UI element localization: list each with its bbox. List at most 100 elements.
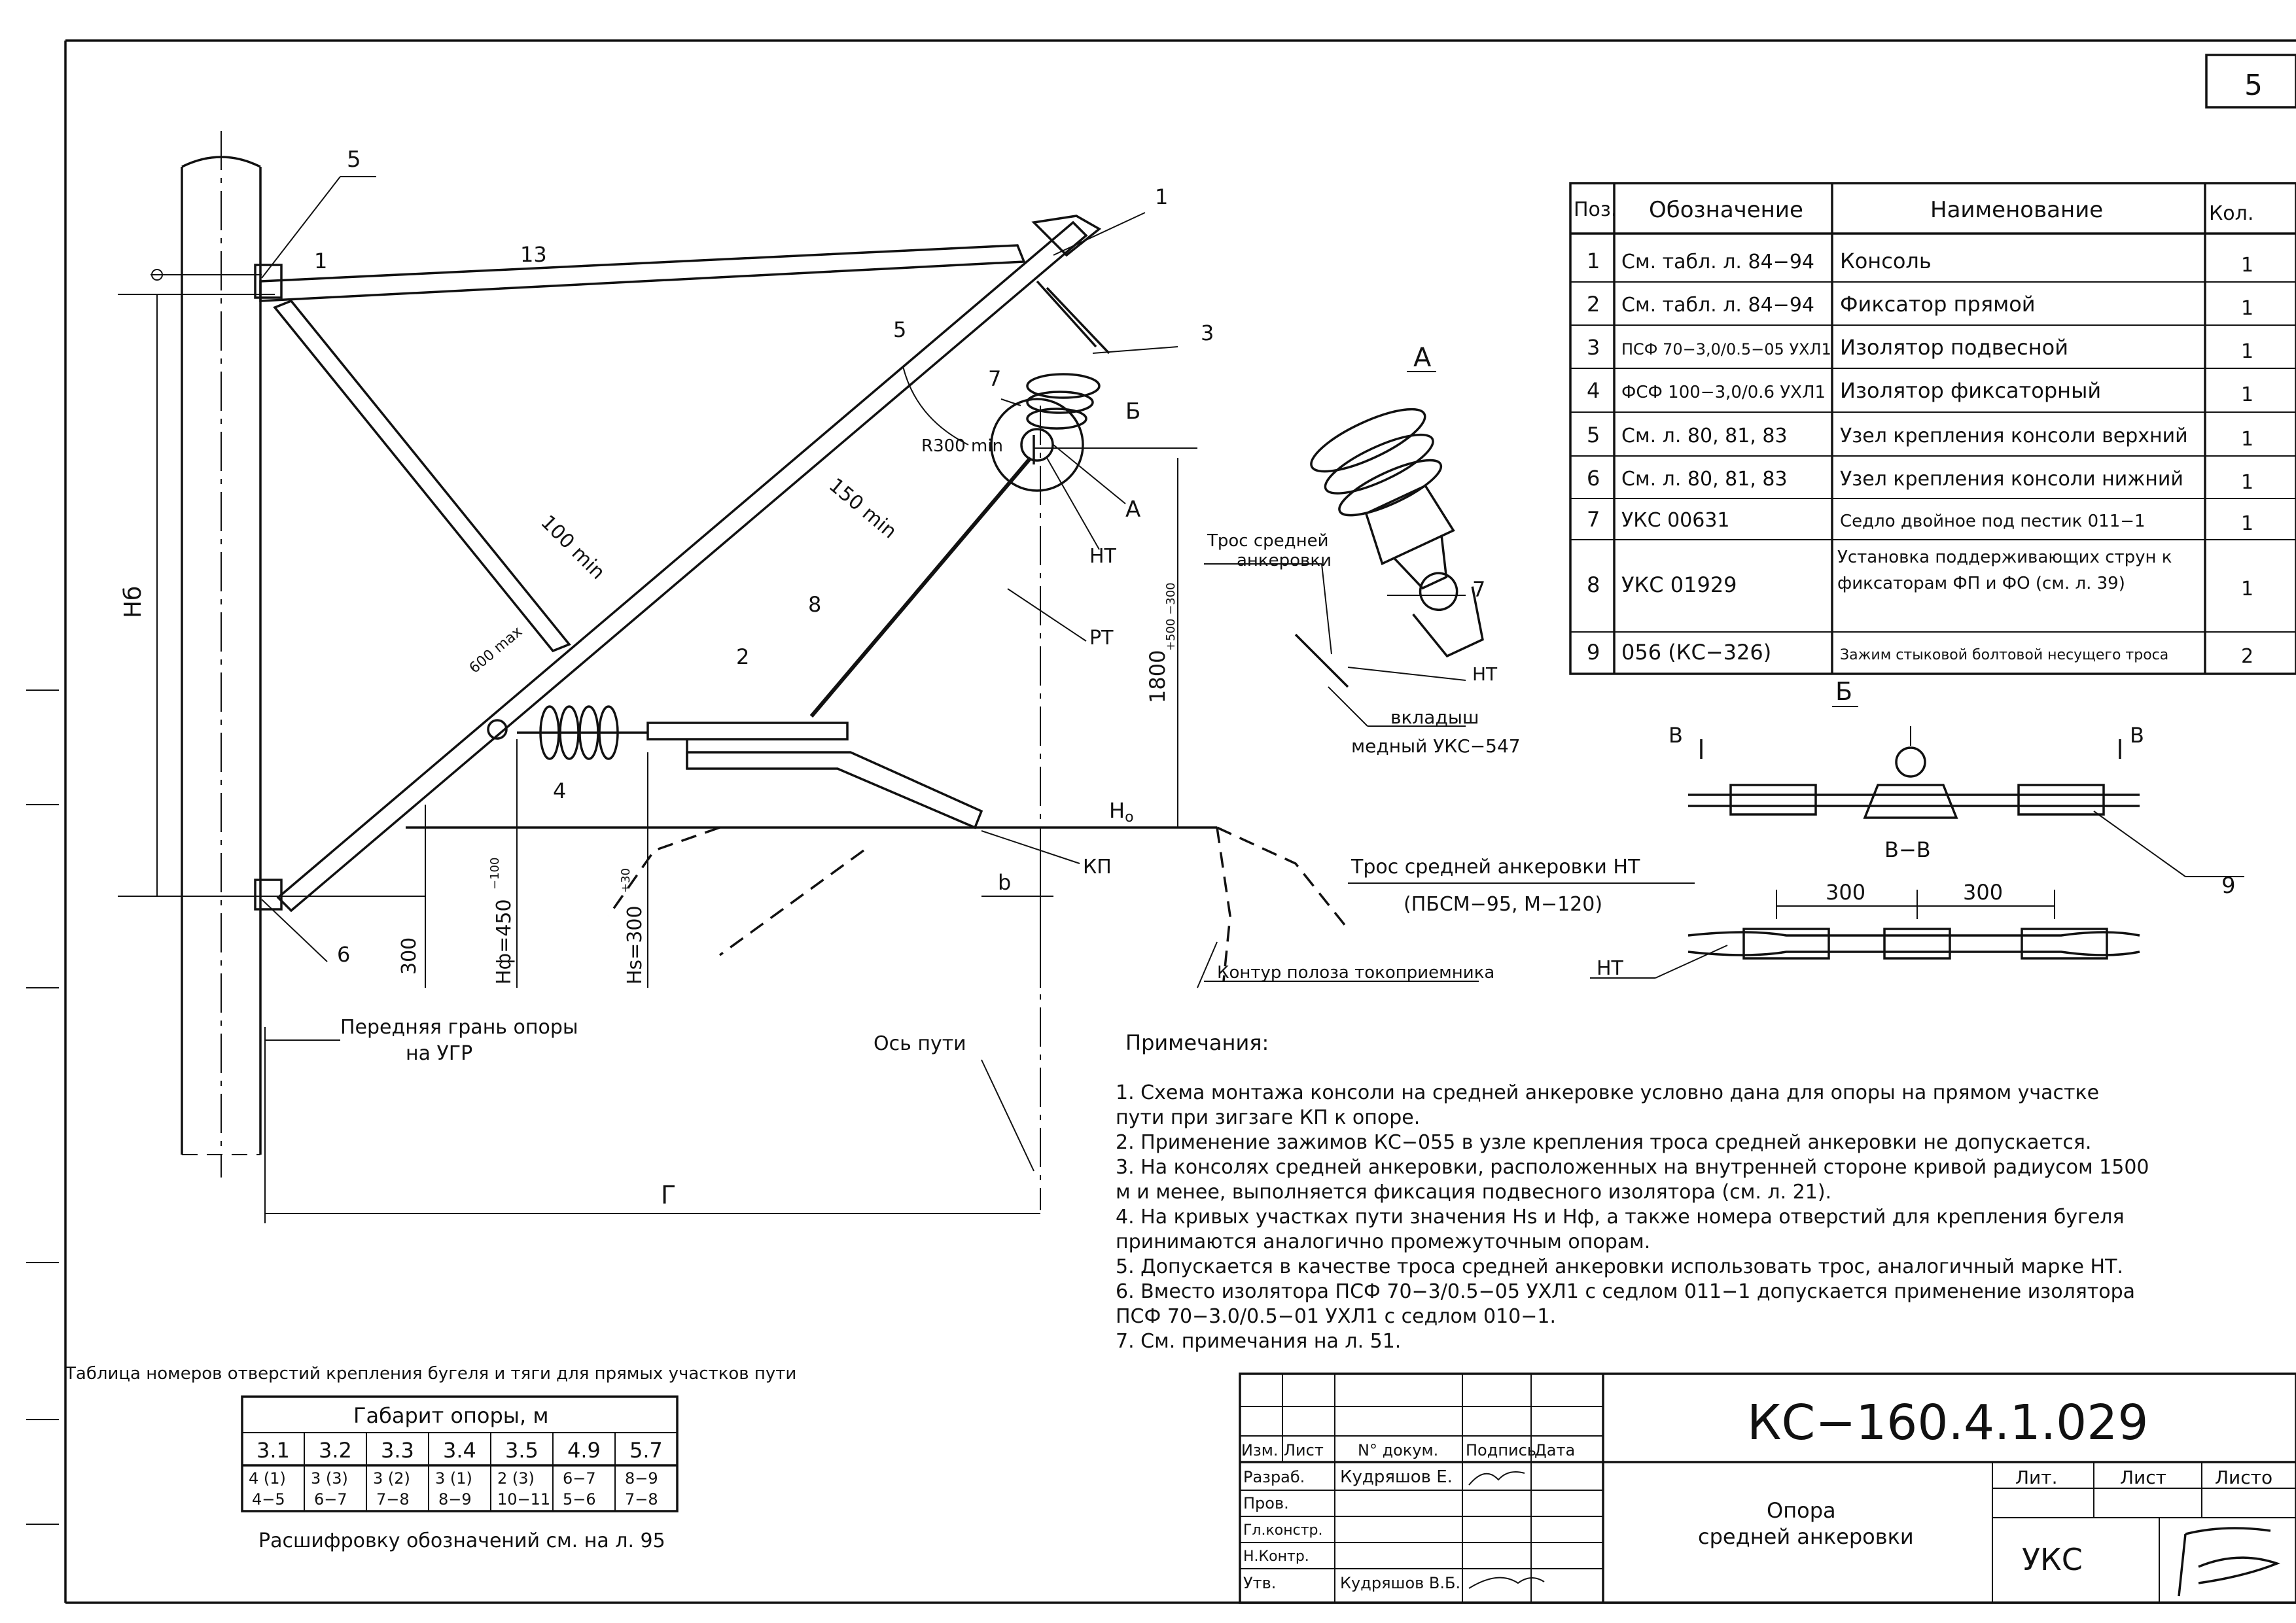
d600-label: 600 max bbox=[467, 623, 525, 676]
svg-text:9: 9 bbox=[1587, 640, 1600, 665]
holes-r2: 6−7 bbox=[314, 1490, 347, 1509]
pos-label-3: 3 bbox=[1201, 321, 1214, 345]
developer-name: Кудряшов Е. bbox=[1340, 1467, 1453, 1487]
pole bbox=[181, 131, 262, 1178]
holes-r1: 3 (1) bbox=[435, 1469, 472, 1488]
svg-text:См. л. 80, 81, 83: См. л. 80, 81, 83 bbox=[1621, 468, 1788, 491]
svg-text:1: 1 bbox=[2241, 383, 2253, 406]
spec-row: 2 См. табл. л. 84−94 Фиксатор прямой 1 bbox=[1587, 292, 2253, 320]
detail-a-insert-2: медный УКС−547 bbox=[1351, 735, 1521, 757]
hb-dimension: Hб bbox=[118, 294, 425, 897]
note-line: 6. Вместо изолятора ПСФ 70−3/0.5−05 УХЛ1… bbox=[1116, 1280, 2135, 1303]
spec-row-8-name-box: Установка поддерживающих струн к фиксато… bbox=[1837, 548, 2172, 593]
g-label: Г bbox=[661, 1181, 676, 1210]
svg-text:ФСФ 100−3,0/0.6 УХЛ1: ФСФ 100−3,0/0.6 УХЛ1 bbox=[1621, 383, 1826, 402]
note-line: 3. На консолях средней анкеровки, распол… bbox=[1116, 1156, 2149, 1179]
holes-size: 3.2 bbox=[319, 1438, 352, 1463]
svg-text:Изолятор подвесной: Изолятор подвесной bbox=[1840, 335, 2068, 360]
pos-label-5-console: 5 bbox=[893, 317, 906, 342]
svg-text:Фиксатор прямой: Фиксатор прямой bbox=[1840, 292, 2036, 317]
stamp-role: Утв. bbox=[1243, 1574, 1276, 1592]
holes-size: 5.7 bbox=[629, 1438, 663, 1463]
detail-b: Б В В 9 В−В 300 300 НТ Трос средней анке… bbox=[1348, 677, 2244, 980]
svg-text:Консоль: Консоль bbox=[1840, 249, 1932, 273]
holes-r1: 2 (3) bbox=[497, 1469, 535, 1488]
holes-r1: 4 (1) bbox=[249, 1469, 286, 1488]
svg-text:1: 1 bbox=[2241, 428, 2253, 451]
svg-text:1: 1 bbox=[2241, 340, 2253, 363]
d150-label: 150 min bbox=[824, 474, 901, 543]
console-rods bbox=[150, 215, 1110, 913]
notes: Примечания: 1. Схема монтажа консоли на … bbox=[1116, 1030, 2149, 1353]
sheets-label: Листо bbox=[2215, 1467, 2272, 1488]
pos-label-5-top: 5 bbox=[347, 147, 361, 173]
hs-tol: +30 bbox=[619, 868, 633, 893]
detail-b-ht: НТ bbox=[1597, 957, 1624, 980]
note-line: пути при зигзаге КП к опоре. bbox=[1116, 1106, 1420, 1129]
dim-300-right: 300 bbox=[1963, 880, 2003, 905]
note-line: ПСФ 70−3.0/0.5−01 УХЛ1 с седлом 010−1. bbox=[1116, 1305, 1556, 1328]
holes-r1: 3 (2) bbox=[373, 1469, 410, 1488]
b-label: b bbox=[998, 870, 1011, 895]
holes-r1: 6−7 bbox=[563, 1469, 596, 1488]
developer-signature bbox=[1468, 1471, 1525, 1486]
dropper-rod bbox=[809, 457, 1033, 718]
spec-row: 6 См. л. 80, 81, 83 Узел крепления консо… bbox=[1587, 466, 2253, 494]
svg-text:2: 2 bbox=[1587, 292, 1600, 317]
on-ugr-label: на УГР bbox=[406, 1042, 472, 1065]
spec-row: 8 УКС 01929 Установка поддерживающих стр… bbox=[1587, 548, 2253, 601]
stamp-header: Подпись bbox=[1466, 1441, 1536, 1459]
hf-label: Hф=450 bbox=[493, 899, 516, 985]
svg-text:Узел крепления консоли нижний: Узел крепления консоли нижний bbox=[1840, 468, 2183, 491]
detail-b-pos: 9 bbox=[2221, 873, 2236, 899]
holes-size: 4.9 bbox=[567, 1438, 601, 1463]
svg-text:1: 1 bbox=[2241, 471, 2253, 494]
spec-table: Поз. Обозначение Наименование Кол. 1 См.… bbox=[1569, 182, 2296, 675]
drawing-code: КС−160.4.1.029 bbox=[1747, 1395, 2148, 1451]
g-dimension: Г bbox=[264, 1027, 1040, 1223]
stamp-header: Дата bbox=[1534, 1441, 1575, 1459]
spec-row: 1 См. табл. л. 84−94 Консоль 1 bbox=[1587, 249, 2253, 277]
stage-label: Лит. bbox=[2015, 1467, 2057, 1488]
detail-a-pos: 7 bbox=[1472, 577, 1485, 602]
spec-header-name: Наименование bbox=[1930, 197, 2103, 223]
svg-text:6: 6 bbox=[1587, 466, 1600, 491]
svg-text:См. л. 80, 81, 83: См. л. 80, 81, 83 bbox=[1621, 425, 1788, 447]
stamp-header: Изм. bbox=[1241, 1441, 1278, 1459]
svg-text:4: 4 bbox=[1587, 378, 1600, 403]
cable-types: (ПБСМ−95, М−120) bbox=[1404, 893, 1602, 916]
svg-text:Зажим стыковой болтовой несуще: Зажим стыковой болтовой несущего троса bbox=[1840, 647, 2168, 663]
svg-text:1: 1 bbox=[2241, 512, 2253, 535]
svg-text:Изолятор фиксаторный: Изолятор фиксаторный bbox=[1840, 378, 2101, 403]
svg-text:3: 3 bbox=[1587, 335, 1600, 360]
pos-label-7: 7 bbox=[988, 366, 1001, 391]
stamp-role: Гл.констр. bbox=[1243, 1522, 1322, 1539]
spec-row: 7 УКС 00631 Седло двойное под пестик 011… bbox=[1587, 507, 2253, 535]
holes-size: 3.5 bbox=[505, 1438, 539, 1463]
note-line: м и менее, выполняется фиксация подвесно… bbox=[1116, 1181, 1831, 1204]
note-line: 2. Применение зажимов КС−055 в узле креп… bbox=[1116, 1131, 2091, 1154]
page-number-box: 5 bbox=[2205, 54, 2296, 109]
note-line: 7. См. примечания на л. 51. bbox=[1116, 1330, 1401, 1353]
d1800-label: 1800 bbox=[1145, 650, 1170, 703]
section-mark-left: В bbox=[1669, 723, 1683, 748]
stamp-header: Лист bbox=[1284, 1441, 1324, 1459]
callout-b: Б bbox=[1125, 398, 1140, 425]
organization: УКС bbox=[2022, 1542, 2083, 1577]
pos-label-1-end: 1 bbox=[1155, 184, 1168, 209]
front-face-label: Передняя грань опоры bbox=[340, 1016, 578, 1039]
stamp-role: Пров. bbox=[1243, 1494, 1289, 1512]
svg-text:См. табл. л. 84−94: См. табл. л. 84−94 bbox=[1621, 294, 1814, 317]
detail-a-title: А bbox=[1413, 343, 1432, 373]
note-line: 5. Допускается в качестве троса средней … bbox=[1116, 1255, 2123, 1278]
holes-caption: Таблица номеров отверстий крепления буге… bbox=[65, 1364, 796, 1384]
detail-a-cable-2: анкеровки bbox=[1237, 551, 1332, 570]
holes-size: 3.3 bbox=[381, 1438, 414, 1463]
sheet-label: Лист bbox=[2120, 1467, 2166, 1488]
svg-text:1: 1 bbox=[2241, 254, 2253, 277]
holes-r2: 10−11 bbox=[497, 1490, 550, 1509]
note-line: принимаются аналогично промежуточным опо… bbox=[1116, 1230, 1650, 1253]
track-axis-label: Ось пути bbox=[874, 1032, 966, 1055]
hs-label: Hs=300 bbox=[624, 905, 646, 985]
